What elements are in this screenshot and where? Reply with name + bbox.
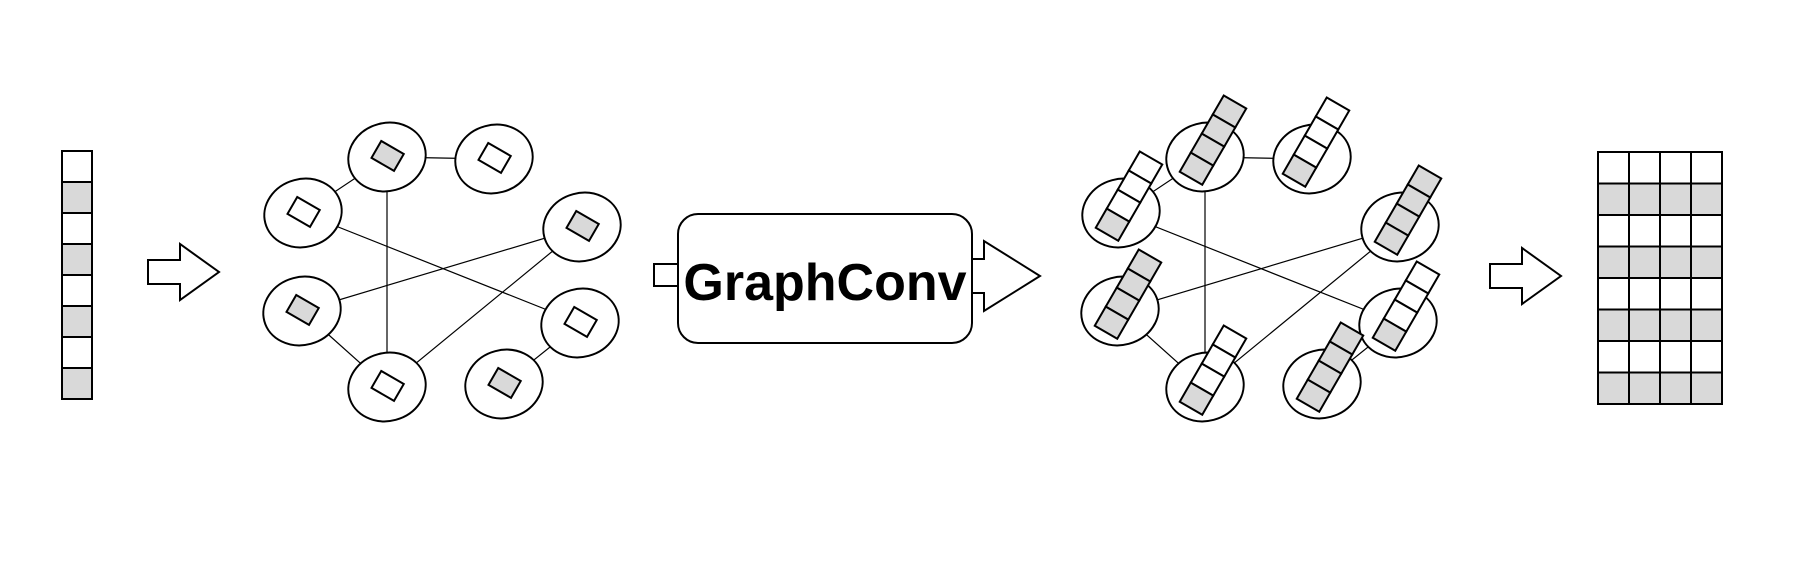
- matrix-cell: [1659, 340, 1692, 374]
- matrix-cell: [1597, 371, 1630, 405]
- arrow-shape: [147, 242, 221, 302]
- stack-cell: [1093, 305, 1130, 341]
- node-feature: [285, 293, 321, 327]
- node-feature: [477, 141, 513, 175]
- matrix-cell: [1597, 182, 1630, 216]
- stack-cell: [1373, 221, 1410, 257]
- matrix-cell: [1597, 277, 1630, 311]
- node-feature: [563, 305, 599, 339]
- matrix-cell: [1597, 151, 1630, 185]
- input-port: [653, 263, 679, 287]
- node-feature: [370, 369, 406, 403]
- matrix-cell: [1597, 340, 1630, 374]
- vector-cell: [61, 181, 93, 214]
- node-feature: [286, 195, 322, 229]
- node-feature: [565, 209, 601, 243]
- matrix-cell: [1628, 371, 1661, 405]
- feature-stack: [1093, 248, 1163, 341]
- feature-stack: [1178, 94, 1248, 187]
- matrix-cell: [1659, 308, 1692, 342]
- matrix-cell: [1659, 277, 1692, 311]
- matrix-cell: [1690, 214, 1723, 248]
- vector-cell: [61, 274, 93, 307]
- matrix-cell: [1690, 340, 1723, 374]
- matrix-cell: [1628, 151, 1661, 185]
- matrix-cell: [1690, 308, 1723, 342]
- matrix-cell: [1659, 151, 1692, 185]
- matrix-cell: [1628, 182, 1661, 216]
- vector-cell: [61, 305, 93, 338]
- matrix-cell: [1659, 182, 1692, 216]
- stack-cell: [1094, 207, 1131, 243]
- feature-stack: [1295, 321, 1365, 414]
- matrix-cell: [1690, 182, 1723, 216]
- input-feature-vector: [61, 150, 93, 400]
- output-arrow: [971, 239, 1042, 313]
- graph-edge: [1204, 226, 1401, 388]
- vector-cell: [61, 243, 93, 276]
- graph-edge: [386, 226, 583, 388]
- output-feature-matrix: [1597, 151, 1723, 405]
- arrow-icon: [147, 242, 221, 302]
- stack-cell: [1295, 378, 1332, 414]
- stack-cell: [1178, 381, 1215, 417]
- graphconv-label: GraphConv: [683, 254, 966, 312]
- matrix-cell: [1659, 214, 1692, 248]
- matrix-cell: [1659, 371, 1692, 405]
- arrow-shape: [1489, 246, 1563, 306]
- arrow-icon: [1489, 246, 1563, 306]
- feature-stack: [1178, 324, 1248, 417]
- graph-edge: [301, 226, 583, 312]
- vector-cell: [61, 336, 93, 369]
- matrix-cell: [1597, 308, 1630, 342]
- feature-stack: [1371, 260, 1441, 353]
- matrix-cell: [1690, 151, 1723, 185]
- matrix-cell: [1628, 245, 1661, 279]
- feature-stack: [1281, 96, 1351, 189]
- matrix-cell: [1628, 277, 1661, 311]
- stack-cell: [1178, 151, 1215, 187]
- node-feature: [370, 139, 406, 173]
- matrix-cell: [1597, 245, 1630, 279]
- matrix-cell: [1690, 245, 1723, 279]
- feature-stack: [1094, 150, 1164, 243]
- matrix-cell: [1628, 340, 1661, 374]
- matrix-cell: [1690, 371, 1723, 405]
- stack-cell: [1281, 153, 1318, 189]
- input-graph: [262, 121, 622, 423]
- vector-cell: [61, 367, 93, 400]
- matrix-cell: [1628, 308, 1661, 342]
- stack-cell: [1371, 317, 1408, 353]
- graphconv-ports: [653, 239, 1042, 313]
- graphconv-block: GraphConv: [677, 213, 973, 344]
- vector-cell: [61, 150, 93, 183]
- node-feature: [487, 366, 523, 400]
- graph-edge: [1119, 226, 1401, 312]
- matrix-cell: [1597, 214, 1630, 248]
- graph-edge: [1120, 212, 1399, 324]
- vector-cell: [61, 212, 93, 245]
- matrix-cell: [1690, 277, 1723, 311]
- matrix-cell: [1628, 214, 1661, 248]
- feature-stack: [1373, 164, 1443, 257]
- graph-edge: [302, 212, 581, 324]
- output-graph: [1080, 94, 1443, 423]
- matrix-cell: [1659, 245, 1692, 279]
